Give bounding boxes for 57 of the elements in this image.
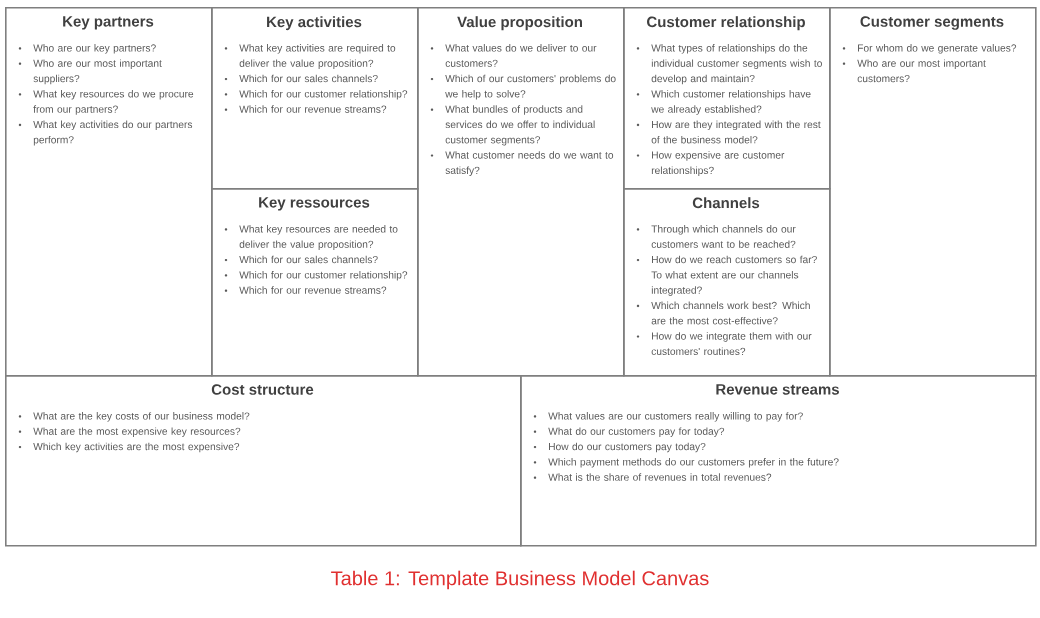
node-label: What bundles of products and services do we offer to individual customer segments?: [445, 105, 595, 146]
node-label: What key activities do our partners perform?: [33, 120, 193, 146]
node-label: How are they integrated with the rest of the business model?: [651, 120, 821, 144]
box-heading: Revenue streams: [716, 384, 839, 395]
node-label: How expensive are customer relationships?: [651, 151, 785, 177]
node-label: What types of relationships do the individual customer segments wish to develop and maintain?: [651, 44, 822, 85]
node-label: Which of our customers' problems do we help to solve?: [445, 74, 616, 100]
question-list: Through which channels do our customers want to be reached? How do we reach customers so far? To what extent are our channels integrated? Which channels work best? Which are the most cost-effective? How do we integrate them with our customers' routines?: [636, 225, 817, 355]
question-list: What are the key costs of our business model? What are the most expensive key resources? Which key activities are the most expensive?: [18, 412, 250, 453]
node-label: How do we integrate them with our customers' routines?: [651, 332, 812, 355]
canvas-box: [417, 7, 625, 377]
canvas-box: [623, 7, 831, 190]
box-heading: Customer relationship: [647, 16, 805, 31]
node-label: What is the share of revenues in total revenues?: [548, 473, 772, 481]
node-label: Through which channels do our customers want to be reached?: [651, 225, 796, 248]
box-heading: Channels: [692, 197, 760, 209]
node-label: Which for our revenue streams?: [239, 286, 387, 294]
node-label: How do we reach customers so far? To what extent are our channels integrated?: [651, 255, 817, 296]
node-label: What values do we deliver to our customers?: [445, 44, 597, 67]
canvas-box: [829, 7, 1037, 377]
node-label: What key resources are needed to deliver the value proposition?: [239, 225, 398, 250]
canvas-box: [211, 188, 419, 377]
question-list: What key resources are needed to deliver the value proposition? Which for our sales channels? Which for our customer relationship? Which for our revenue streams?: [224, 225, 408, 294]
node-label: Which payment methods do our customers prefer in the future?: [548, 458, 839, 468]
node-label: Which for our customer relationship?: [239, 271, 408, 281]
box-heading: Key partners: [63, 16, 154, 30]
caption: Table 1: Template Business Model Canvas: [331, 570, 709, 590]
canvas-box: [623, 188, 831, 377]
node-label: Who are our most important suppliers?: [33, 59, 162, 85]
question-list: What values are our customers really willing to pay for? What do our customers pay for today? How do our customers pay today? Which payment methods do our customers prefer in the future? What is the share of revenues in total revenues?: [533, 412, 839, 481]
node-label: Which for our revenue streams?: [239, 105, 387, 113]
question-list: For whom do we generate values? Who are our most important customers?: [842, 44, 1017, 83]
box-heading: Key ressources: [259, 197, 370, 211]
node-label: Who are our key partners?: [33, 44, 156, 54]
canvas-box: [211, 7, 419, 190]
node-label: What customer needs do we want to satisfy?: [445, 151, 614, 177]
canvas-box: [5, 375, 522, 547]
node-label: What values are our customers really willing to pay for?: [548, 412, 803, 422]
box-heading: Customer segments: [860, 16, 1004, 30]
question-list: What key activities are required to deliver the value proposition? Which for our sales channels? Which for our customer relationship? Which for our revenue streams?: [224, 44, 408, 113]
node-label: What do our customers pay for today?: [548, 427, 725, 437]
node-label: What key resources do we procure from our partners?: [33, 90, 194, 115]
node-label: Which for our sales channels?: [239, 74, 378, 83]
canvas-box: [5, 7, 213, 377]
node-label: How do our customers pay today?: [549, 442, 706, 453]
box-heading: Cost structure: [211, 384, 314, 395]
question-list: Who are our key partners? Who are our most important suppliers? What key resources do we procure from our partners? What key activities do our partners perform?: [18, 44, 194, 146]
node-label: Which for our sales channels?: [239, 255, 378, 264]
question-list: What values do we deliver to our customers? Which of our customers' problems do we help to solve? What bundles of products and services do we offer to individual customer segments? What customer needs do we want to satisfy?: [430, 44, 616, 176]
node-label: Which for our customer relationship?: [239, 90, 408, 100]
box-heading: Value proposition: [457, 16, 582, 31]
canvas-box: [520, 375, 1037, 547]
node-label: Which channels work best? Which are the most cost-effective?: [651, 301, 810, 325]
question-list: What types of relationships do the individual customer segments wish to develop and maintain? Which customer relationships have we already established? How are they integrated with the rest of the business model? How expensive are customer relationships?: [636, 44, 822, 176]
node-label: Which customer relationships have we already established?: [651, 90, 811, 115]
node-label: What key activities are required to deliver the value proposition?: [239, 44, 396, 69]
box-heading: Key activities: [267, 16, 362, 31]
